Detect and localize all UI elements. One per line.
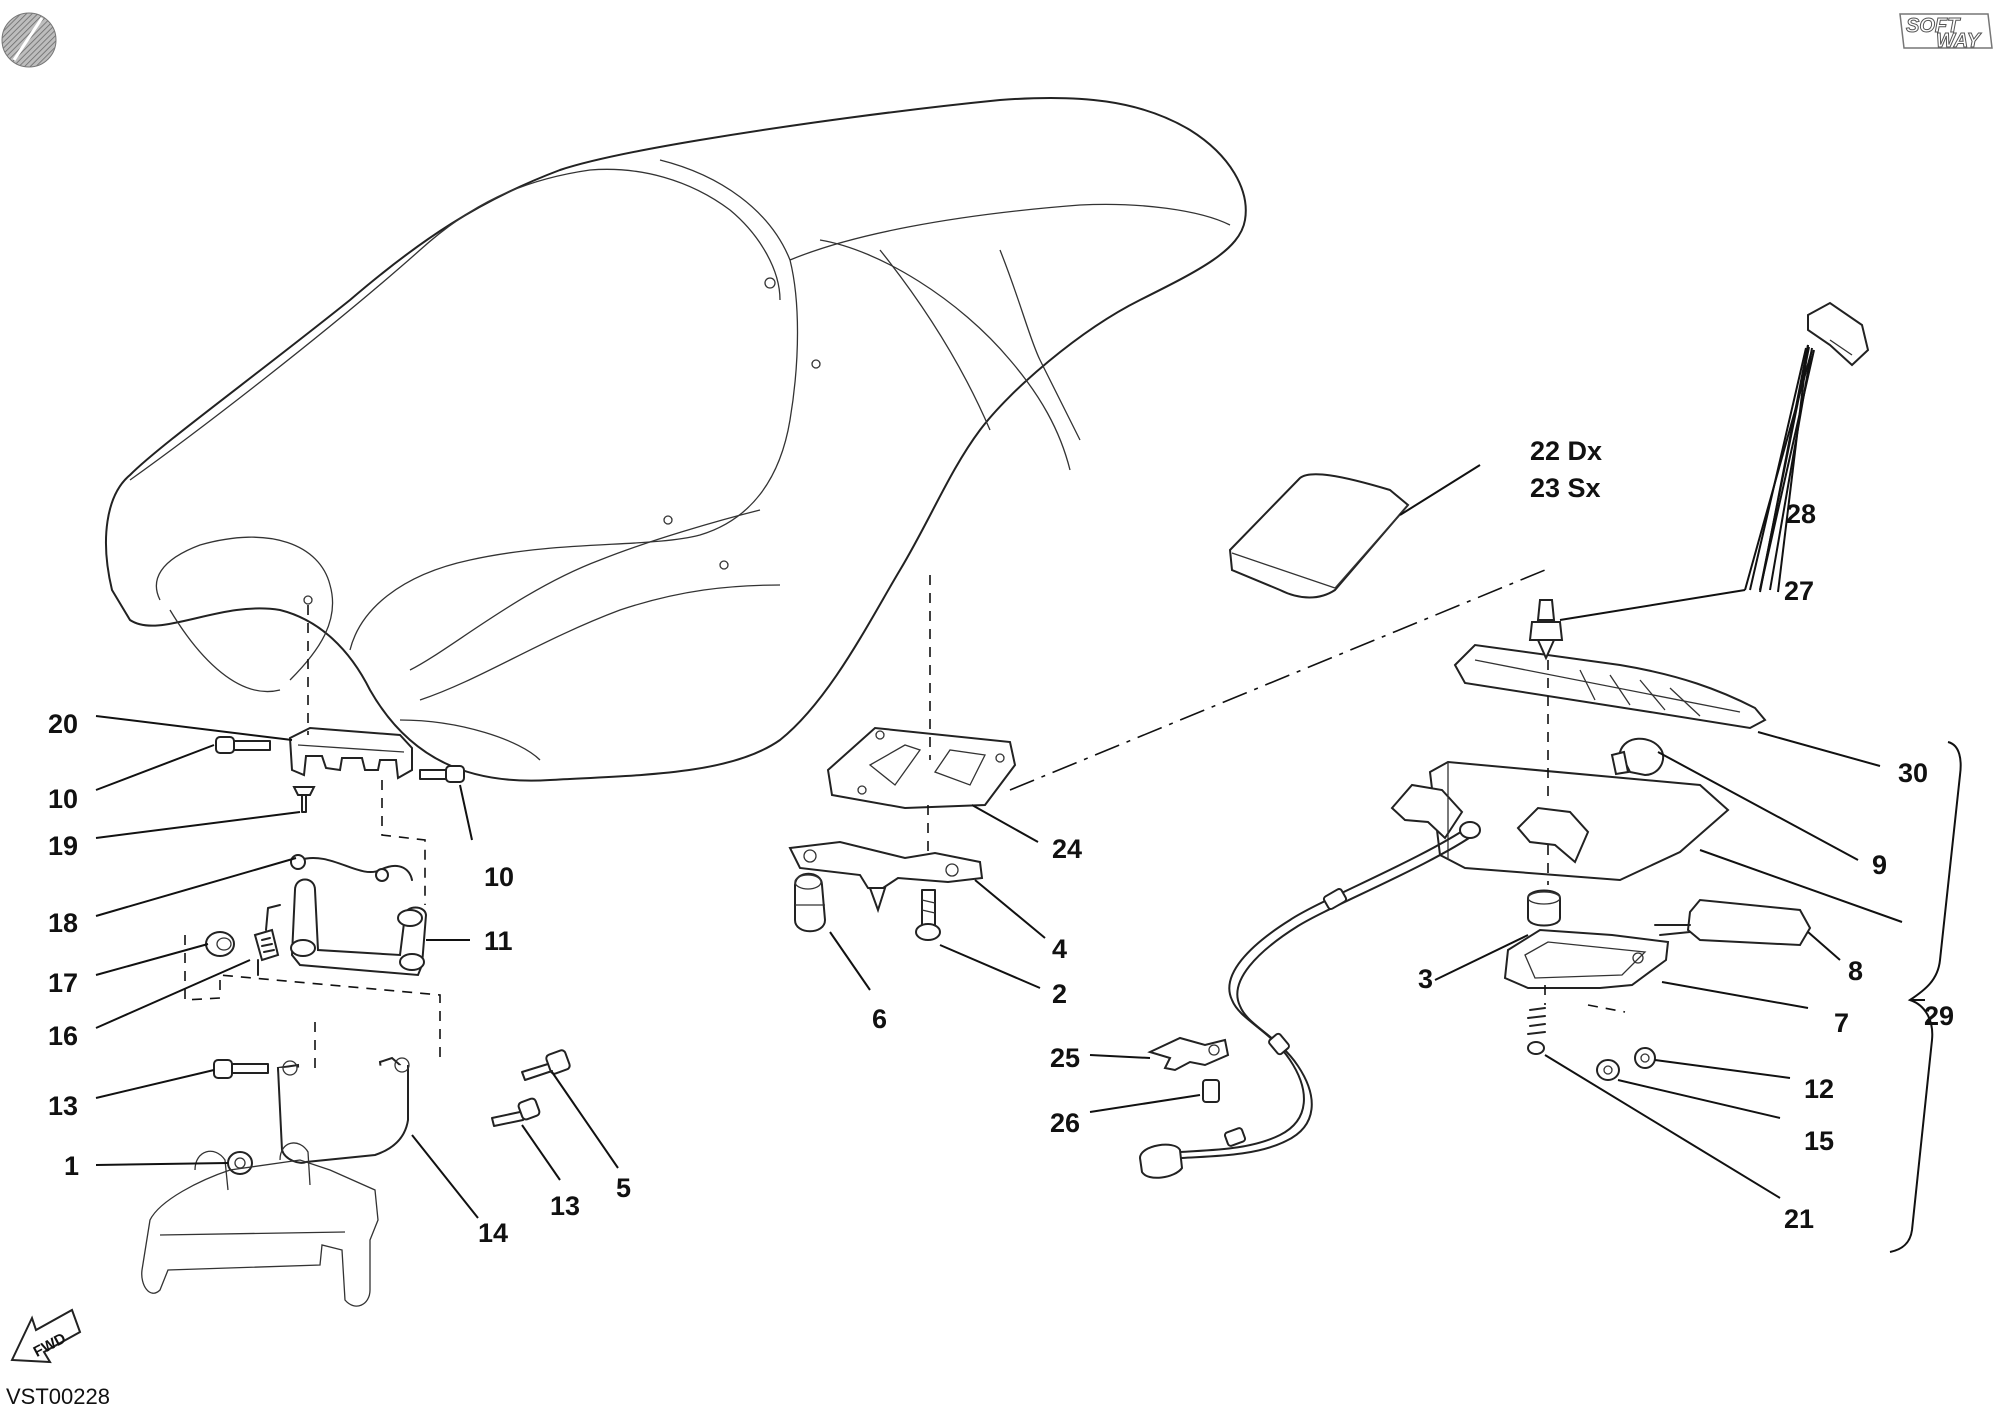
screw-26: [1202, 1079, 1220, 1103]
washer-12: [1634, 1047, 1656, 1069]
callout-24: 24: [1052, 834, 1082, 864]
spring-21: [1527, 1007, 1546, 1055]
spring-16: [253, 904, 281, 976]
screw-19: [292, 786, 316, 813]
callout-1: 1: [64, 1151, 79, 1181]
corner-disc-icon: [1, 12, 57, 68]
spring-18: [290, 854, 413, 882]
clip-28: [1807, 301, 1870, 367]
callout-30: 30: [1898, 758, 1928, 788]
callout-11: 11: [484, 926, 513, 956]
tail-lens-30: [1453, 643, 1767, 730]
screw-13-right: [491, 1097, 541, 1127]
callout-4: 4: [1052, 934, 1067, 964]
callout-29: 29: [1924, 1001, 1954, 1031]
bolt-2: [915, 889, 941, 941]
callout-28: 28: [1786, 499, 1816, 529]
light-housing-29: [1390, 760, 1730, 882]
screw-13-left: [213, 1059, 269, 1079]
callout-21: 21: [1784, 1204, 1814, 1234]
cable-assembly: [1138, 821, 1481, 1179]
drawing-code: VST00228: [6, 1384, 110, 1409]
callout-14: 14: [478, 1218, 508, 1248]
callout-20: 20: [48, 709, 78, 739]
fwd-arrow-icon: FWD: [10, 1308, 82, 1364]
callout-labels: 20 10 19 18 17 16 13 1 10 11 5 13 14 24 …: [48, 436, 1954, 1248]
callout-3: 3: [1418, 964, 1433, 994]
callout-8: 8: [1848, 956, 1863, 986]
callout-13-right: 13: [550, 1191, 580, 1221]
screw-10-left: [215, 736, 271, 754]
grommet-3: [1527, 889, 1561, 927]
callout-12: 12: [1804, 1074, 1834, 1104]
seat-bracket-20: [288, 726, 413, 780]
callout-9: 9: [1872, 850, 1887, 880]
callout-2: 2: [1052, 979, 1067, 1009]
callout-23-sx: 23 Sx: [1530, 473, 1601, 503]
callout-26: 26: [1050, 1108, 1080, 1138]
nut-15: [1596, 1059, 1620, 1081]
callout-15: 15: [1804, 1126, 1834, 1156]
screw-5: [521, 1049, 571, 1081]
pad-22-23: [1228, 473, 1410, 599]
hinge-11: [290, 878, 428, 977]
light-8: [1654, 898, 1812, 947]
bracket-24: [826, 726, 1017, 810]
callout-5: 5: [616, 1173, 631, 1203]
callout-13-left: 13: [48, 1091, 78, 1121]
screw-10-right: [419, 765, 465, 783]
bushing-17: [205, 931, 235, 957]
leader-lines: [95, 344, 1962, 1253]
callout-18: 18: [48, 908, 78, 938]
callout-16: 16: [48, 1021, 78, 1051]
nut-1: [227, 1151, 253, 1175]
frame-mount: [141, 1142, 379, 1307]
svg-text:SOFT: SOFT: [1906, 15, 1961, 37]
callout-19: 19: [48, 831, 78, 861]
bracket-14: [276, 1056, 410, 1164]
svg-text:WAY: WAY: [1936, 30, 1982, 52]
bracket-4: [788, 840, 984, 914]
callout-22-dx: 22 Dx: [1530, 436, 1602, 466]
callout-25: 25: [1050, 1043, 1080, 1073]
callout-27: 27: [1784, 576, 1814, 606]
callout-10-right: 10: [484, 862, 514, 892]
clamp-25: [1147, 1036, 1230, 1072]
valve-27: [1528, 599, 1564, 661]
gasket-7: [1503, 928, 1670, 989]
seat: [105, 96, 1247, 782]
callout-6: 6: [872, 1004, 887, 1034]
bulb-9: [1610, 737, 1665, 777]
callout-7: 7: [1834, 1008, 1849, 1038]
brand-logo: SOFT WAY: [1899, 13, 1993, 53]
callout-10-left: 10: [48, 784, 78, 814]
callout-17: 17: [48, 968, 78, 998]
cap-6: [794, 872, 827, 933]
